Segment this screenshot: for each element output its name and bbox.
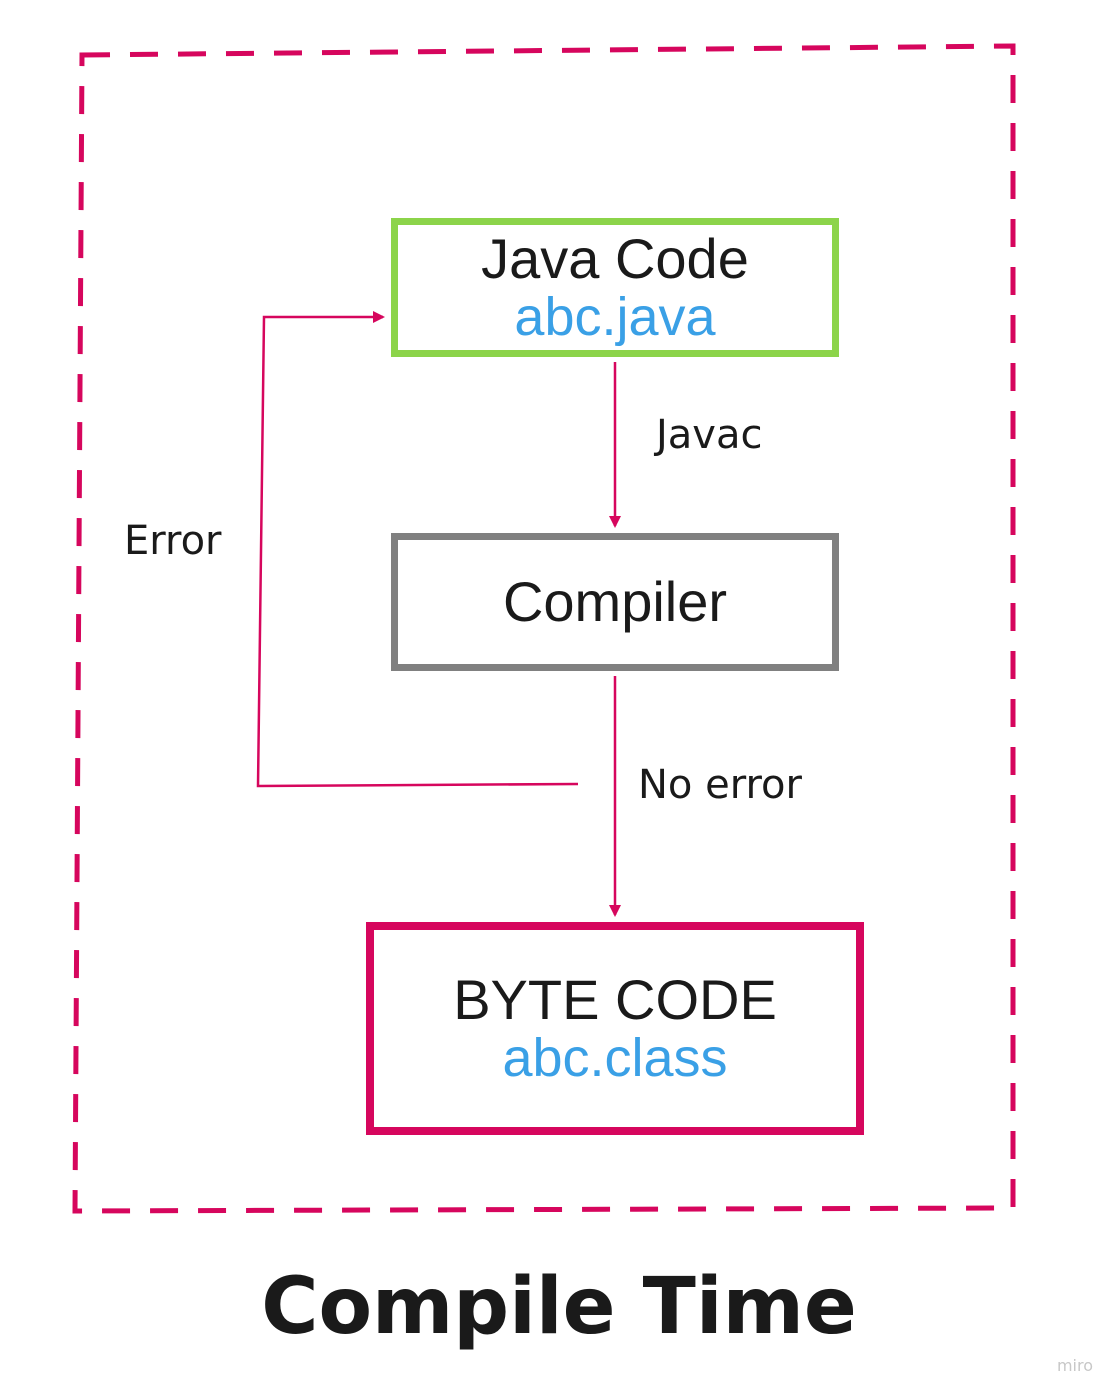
error-label: Error	[124, 518, 222, 564]
diagram-caption: Compile Time	[261, 1262, 857, 1352]
no-error-label: No error	[638, 762, 802, 808]
error-loop-arrow	[256, 311, 579, 788]
byte-code-file: abc.class	[502, 1027, 728, 1088]
compile-time-boundary	[72, 43, 1016, 1214]
byte-code-title: BYTE CODE	[453, 967, 777, 1031]
java-code-file: abc.java	[514, 286, 716, 347]
miro-watermark: miro	[1056, 1356, 1093, 1375]
compiler-node: Compiler	[391, 533, 839, 671]
compiler-title: Compiler	[502, 569, 728, 633]
java-code-node: Java Code abc.java	[391, 218, 839, 357]
byte-code-node: BYTE CODE abc.class	[366, 922, 864, 1135]
javac-label: Javac	[656, 412, 763, 458]
java-code-title: Java Code	[481, 226, 749, 290]
